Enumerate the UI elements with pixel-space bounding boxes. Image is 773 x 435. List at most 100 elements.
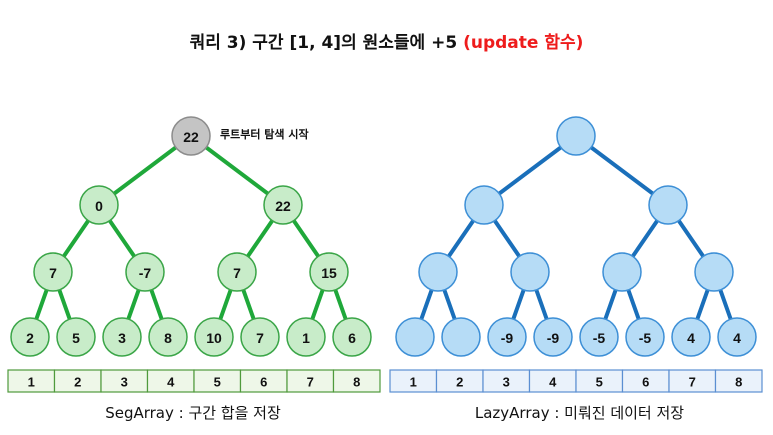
lazy-array-cell-label: 3 bbox=[503, 375, 510, 390]
seg-node-label: 10 bbox=[206, 330, 222, 346]
lazy-array-cell: 7 bbox=[668, 369, 717, 393]
seg-node-label: 2 bbox=[26, 330, 34, 346]
seg-array-cell-label: 6 bbox=[260, 375, 267, 390]
lazy-node: -9 bbox=[487, 317, 527, 357]
lazy-node-circle bbox=[464, 185, 504, 225]
lazy-node-circle bbox=[510, 252, 550, 292]
lazy-array-cell: 6 bbox=[621, 369, 670, 393]
seg-node: 1 bbox=[286, 317, 326, 357]
lazy-array-cell-label: 1 bbox=[410, 375, 417, 390]
seg-node-circle bbox=[332, 317, 372, 357]
seg-node: 15 bbox=[309, 252, 349, 292]
seg-node: 10 bbox=[194, 317, 234, 357]
lazy-array-cell-label: 6 bbox=[642, 375, 649, 390]
seg-node-circle bbox=[263, 185, 303, 225]
title-highlight: (update 함수) bbox=[463, 33, 584, 53]
seg-node-label: 22 bbox=[183, 129, 199, 145]
seg-node: -7 bbox=[125, 252, 165, 292]
seg-array-cell-label: 4 bbox=[167, 375, 175, 390]
seg-array-cell-box bbox=[332, 369, 381, 393]
seg-node: 22 bbox=[263, 185, 303, 225]
lazy-caption: LazyArray : 미뤄진 데이터 저장 bbox=[474, 404, 685, 422]
lazy-node bbox=[602, 252, 642, 292]
seg-node-label: -7 bbox=[139, 265, 152, 281]
lazy-node-circle bbox=[717, 317, 757, 357]
seg-array-cell: 6 bbox=[239, 369, 288, 393]
lazy-array-cell: 5 bbox=[575, 369, 624, 393]
lazy-array-cell: 1 bbox=[389, 369, 438, 393]
lazy-array-cell-label: 7 bbox=[689, 375, 696, 390]
lazy-node: -5 bbox=[579, 317, 619, 357]
lazy-array-cell: 3 bbox=[482, 369, 531, 393]
lazy-node-circle bbox=[671, 317, 711, 357]
lazy-node-circle bbox=[418, 252, 458, 292]
seg-node-label: 6 bbox=[348, 330, 356, 346]
lazy-node: -5 bbox=[625, 317, 665, 357]
seg-node-circle bbox=[56, 317, 96, 357]
lazy-node-label: -9 bbox=[547, 330, 560, 346]
title-main: 쿼리 3) 구간 [1, 4]의 원소들에 +5 bbox=[189, 33, 464, 53]
lazy-node bbox=[418, 252, 458, 292]
seg-node-circle bbox=[33, 252, 73, 292]
lazy-node bbox=[441, 317, 481, 357]
seg-node-label: 22 bbox=[275, 198, 291, 214]
lazy-node-label: 4 bbox=[733, 330, 741, 346]
seg-node: 0 bbox=[79, 185, 119, 225]
lazy-node-label: -5 bbox=[593, 330, 606, 346]
lazy-array-cell-label: 8 bbox=[735, 375, 742, 390]
seg-node-label: 8 bbox=[164, 330, 172, 346]
lazy-node-label: 4 bbox=[687, 330, 695, 346]
lazy-node-circle bbox=[694, 252, 734, 292]
seg-node-circle bbox=[309, 252, 349, 292]
lazy-array-cell: 8 bbox=[714, 369, 763, 393]
lazy-node-circle bbox=[602, 252, 642, 292]
seg-node-label: 7 bbox=[233, 265, 241, 281]
lazy-node: 4 bbox=[671, 317, 711, 357]
lazy-tree-edges bbox=[413, 134, 739, 339]
seg-node-label: 7 bbox=[49, 265, 57, 281]
seg-node-circle bbox=[125, 252, 165, 292]
lazy-node bbox=[395, 317, 435, 357]
seg-node-circle bbox=[79, 185, 119, 225]
seg-node: 22 bbox=[171, 116, 211, 156]
lazy-node-circle bbox=[441, 317, 481, 357]
page-title: 쿼리 3) 구간 [1, 4]의 원소들에 +5 (update 함수) bbox=[0, 28, 773, 53]
seg-node: 7 bbox=[240, 317, 280, 357]
seg-tree-edges bbox=[28, 134, 354, 339]
lazy-array-cell-box bbox=[714, 369, 763, 393]
seg-array-cell-label: 8 bbox=[353, 375, 360, 390]
seg-node-label: 0 bbox=[95, 198, 103, 214]
lazy-node-circle bbox=[556, 116, 596, 156]
lazy-node bbox=[510, 252, 550, 292]
seg-node-circle bbox=[102, 317, 142, 357]
seg-node: 7 bbox=[33, 252, 73, 292]
lazy-array-cell: 2 bbox=[435, 369, 484, 393]
seg-array-cell: 8 bbox=[332, 369, 381, 393]
seg-node: 6 bbox=[332, 317, 372, 357]
lazy-node bbox=[694, 252, 734, 292]
lazy-node-circle bbox=[579, 317, 619, 357]
lazy-node-circle bbox=[395, 317, 435, 357]
seg-node-circle bbox=[148, 317, 188, 357]
seg-node-circle bbox=[217, 252, 257, 292]
lazy-array-cell: 4 bbox=[528, 369, 577, 393]
seg-node: 2 bbox=[10, 317, 50, 357]
seg-node: 5 bbox=[56, 317, 96, 357]
seg-array-cell: 7 bbox=[286, 369, 335, 393]
seg-node: 7 bbox=[217, 252, 257, 292]
root-note: 루트부터 탐색 시작 bbox=[220, 128, 309, 141]
seg-node-circle bbox=[194, 317, 234, 357]
seg-array-cell-label: 7 bbox=[307, 375, 314, 390]
lazy-node-label: -9 bbox=[501, 330, 514, 346]
lazy-node bbox=[556, 116, 596, 156]
seg-caption: SegArray : 구간 합을 저장 bbox=[105, 404, 281, 422]
seg-array-cell-label: 1 bbox=[28, 375, 35, 390]
seg-node-circle bbox=[240, 317, 280, 357]
seg-node-label: 7 bbox=[256, 330, 264, 346]
seg-node-circle bbox=[10, 317, 50, 357]
lazy-node-circle bbox=[648, 185, 688, 225]
